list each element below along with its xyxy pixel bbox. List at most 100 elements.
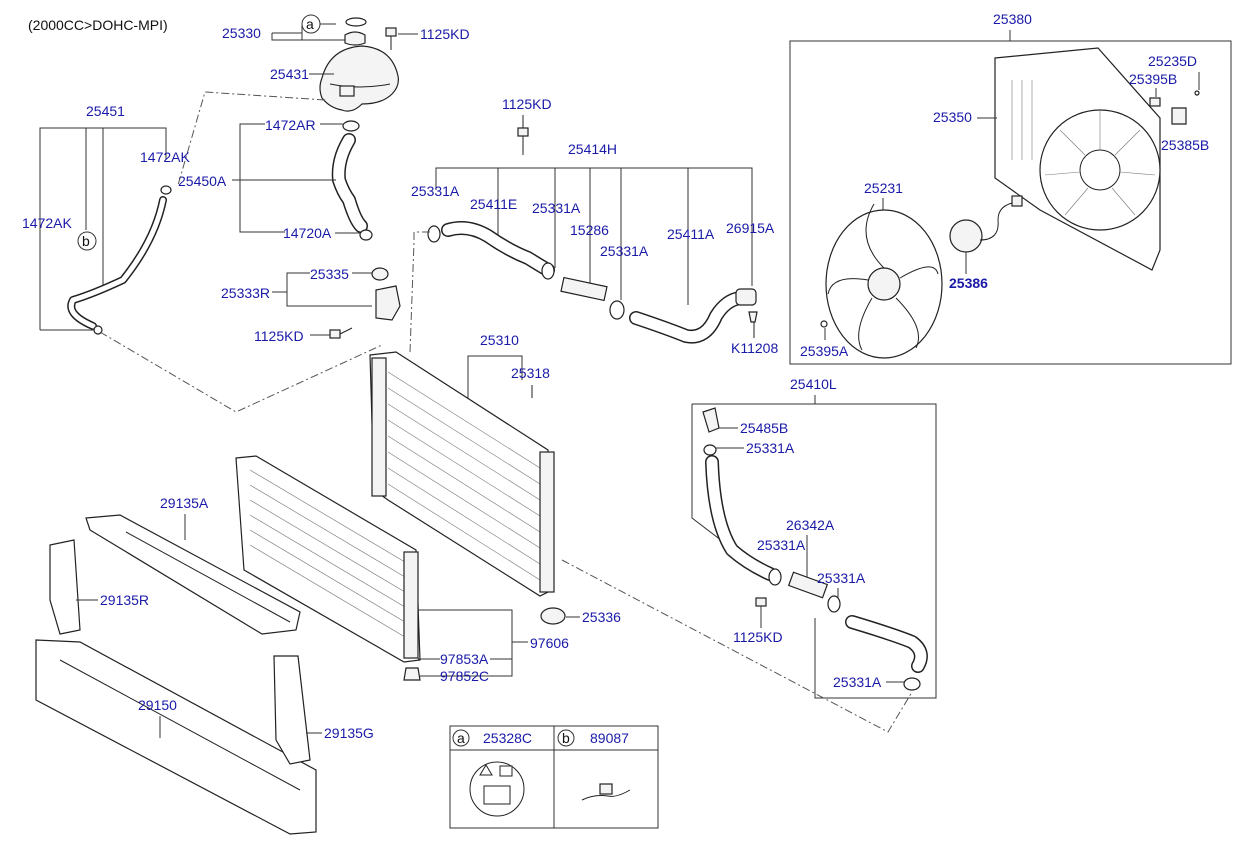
label-25485B: 25485B	[740, 420, 788, 436]
bolt-lower	[755, 597, 767, 607]
fitting-25485B	[702, 407, 720, 433]
reservoir-group: a 25330 1125KD 25431 1472AR 25450A 14720…	[178, 14, 470, 241]
legend-a-circle	[452, 729, 470, 747]
label-1125KD-low: 1125KD	[733, 629, 783, 645]
label-97853A: 97853A	[440, 651, 489, 667]
legend-b-part: 89087	[590, 730, 629, 746]
label-25331A-2: 25331A	[532, 200, 581, 216]
label-25350: 25350	[933, 109, 972, 125]
fan-assembly-group: 25380 25235D 25395B 25350 25385B 25	[789, 11, 1232, 365]
label-25414H: 25414H	[568, 141, 617, 157]
label-29135A: 29135A	[160, 495, 209, 511]
label-25331A-4: 25331A	[746, 440, 795, 456]
clamp-1472AR	[342, 120, 360, 132]
bolt-hose	[517, 127, 529, 137]
label-25336: 25336	[582, 609, 621, 625]
label-25385B: 25385B	[1161, 137, 1209, 153]
bracket-group: 25335 25333R 1125KD	[221, 266, 401, 344]
label-15286: 15286	[570, 222, 609, 238]
sensor-15286	[560, 276, 608, 302]
motor-connector	[1011, 195, 1023, 207]
callout-b-letter: b	[82, 233, 90, 249]
label-25331A-3: 25331A	[600, 243, 649, 259]
clamp-1472AK-top	[160, 185, 172, 195]
clamp-25331A-d	[703, 444, 717, 456]
legend-b-letter: b	[562, 730, 570, 746]
label-97852C: 97852C	[440, 668, 489, 684]
label-25380: 25380	[993, 11, 1032, 27]
reservoir-level-mark	[339, 85, 355, 97]
label-26915A: 26915A	[726, 220, 775, 236]
legend-b-circle	[557, 729, 575, 747]
resistor-25385B	[1171, 107, 1187, 125]
clamp-25331A-a	[427, 225, 441, 243]
screw-25395A	[820, 320, 828, 328]
condenser-group: 97606 97853A 97852C	[235, 455, 569, 684]
plug-K11208	[748, 311, 758, 323]
air-guard-group: 29135A 29135R 29150 29135G	[35, 495, 374, 835]
clamp-25331A-g	[903, 677, 921, 691]
label-25231: 25231	[864, 180, 903, 196]
label-26342A: 26342A	[786, 517, 835, 533]
coolant-reservoir	[319, 45, 399, 112]
condenser-97606	[235, 455, 421, 663]
fan-hub	[867, 267, 901, 301]
label-25331A-5: 25331A	[757, 537, 806, 553]
legend-table: a 25328C b 89087	[449, 725, 659, 829]
label-29135R: 29135R	[100, 592, 149, 608]
label-25411A: 25411A	[667, 226, 715, 242]
radiator-left-tank	[371, 357, 387, 497]
air-guard-29135A	[85, 514, 301, 635]
air-guard-29135G	[273, 655, 311, 765]
label-1472AK-left: 1472AK	[22, 215, 72, 231]
label-25395A: 25395A	[800, 343, 849, 359]
label-14720A: 14720A	[283, 225, 332, 241]
upper-hose-group: 1125KD 25414H 25331A 25411E 25331A 15286…	[411, 96, 778, 356]
label-1125KD-hose: 1125KD	[502, 96, 552, 112]
label-25395B: 25395B	[1129, 71, 1177, 87]
label-25450A: 25450A	[178, 173, 227, 189]
clamp-25331A-e	[768, 568, 782, 586]
clamp-25331A-b	[541, 262, 555, 280]
callout-b-circle	[77, 231, 97, 251]
warning-label-icon	[469, 761, 525, 817]
bolt-25395B	[1149, 97, 1161, 107]
label-25331A-1: 25331A	[411, 183, 460, 199]
bolt-top	[385, 27, 397, 37]
label-1125KD-mid: 1125KD	[254, 328, 304, 344]
legend-a-letter: a	[457, 730, 465, 746]
cap-seal	[345, 17, 367, 27]
label-25335: 25335	[310, 266, 349, 282]
label-25451: 25451	[86, 103, 125, 119]
clamp-25331A-c	[609, 300, 625, 320]
insulator-25335	[371, 267, 389, 281]
receiver-drier	[403, 551, 419, 659]
label-25310: 25310	[480, 332, 519, 348]
label-1125KD-top: 1125KD	[420, 26, 470, 42]
hose-25451	[67, 196, 167, 330]
radiator-right-tank	[539, 451, 555, 593]
cable-tie-icon	[581, 789, 631, 801]
bracket-25333R	[375, 285, 401, 321]
label-25331A-6: 25331A	[817, 570, 866, 586]
label-1472AK-right: 1472AK	[140, 149, 190, 165]
label-1472AR: 1472AR	[265, 117, 316, 133]
label-97606: 97606	[530, 635, 569, 651]
label-25235D: 25235D	[1148, 53, 1197, 69]
clamp-25331A-f	[827, 595, 841, 613]
label-25318: 25318	[511, 365, 550, 381]
legend-a-part: 25328C	[483, 730, 532, 746]
label-25410L: 25410L	[790, 376, 837, 392]
label-25431: 25431	[270, 66, 309, 82]
bolt-mid	[329, 329, 341, 339]
air-guard-29150	[35, 639, 317, 835]
reservoir-cap	[344, 31, 366, 46]
fitting-26915A	[735, 288, 757, 306]
overflow-hose-group: 25451 1472AK 1472AK b	[22, 103, 190, 335]
label-K11208: K11208	[731, 340, 778, 356]
insulator-25336	[540, 607, 566, 625]
label-25386: 25386	[949, 275, 988, 291]
engine-note: (2000CC>DOHC-MPI)	[28, 17, 168, 33]
callout-a-letter: a	[306, 16, 314, 32]
